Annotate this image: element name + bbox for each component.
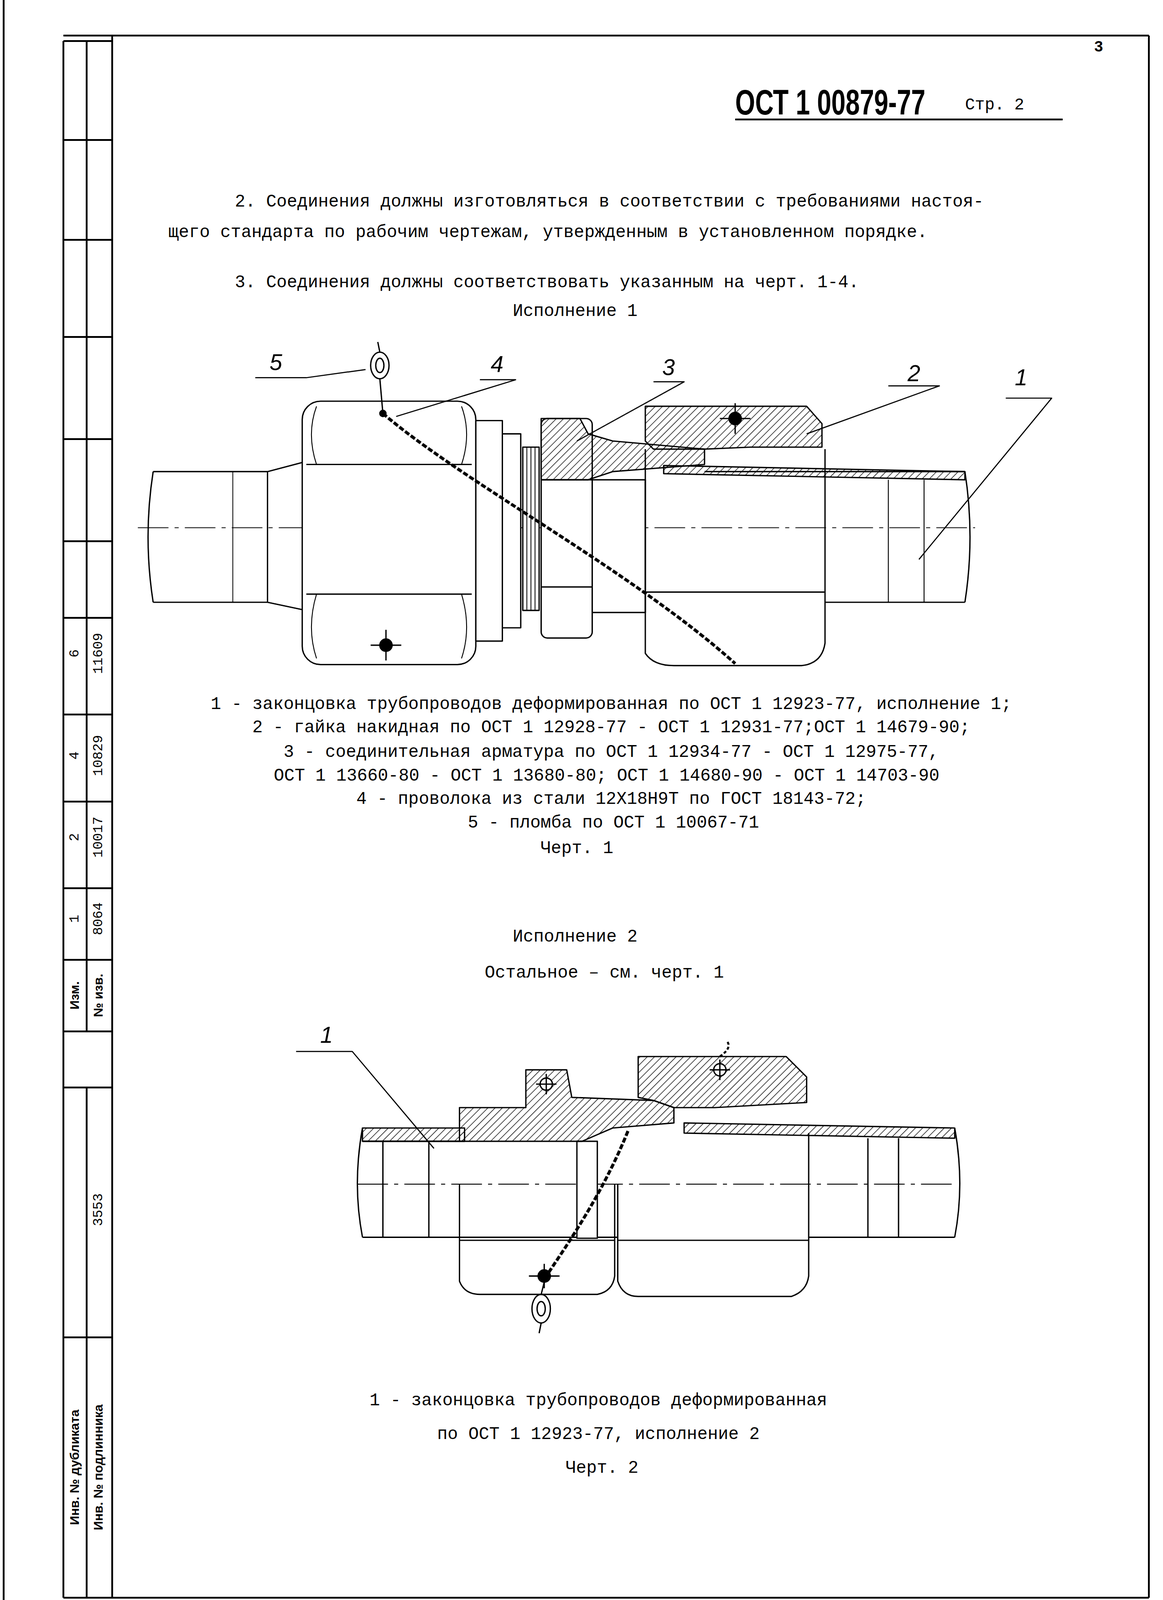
figure-caption: Черт. 1 [540,840,614,858]
part-list-line: ОСТ 1 13660-80 - ОСТ 1 13680-80; ОСТ 1 1… [273,767,940,785]
fitting-drawing-2 [295,1041,960,1334]
page-number: 3 [1094,38,1104,54]
body-text: щего стандарта по рабочим чертежам, утве… [168,223,928,242]
part-list-line: 4 - проволока из стали 12Х18Н9Т по ГОСТ … [356,790,866,809]
inventory-header: Инв. № подлинника [92,1404,105,1531]
part-list-line: по ОСТ 1 12923-77, исполнение 2 [437,1426,760,1444]
revision-cell: 2 [67,833,82,842]
callout-number: 4 [490,353,504,376]
callout-number: 1 [320,1023,333,1047]
part-list-line: 2 - гайка накидная по ОСТ 1 12928-77 - О… [252,719,970,737]
section-heading: Исполнение 2 [512,928,638,946]
callout-number: 3 [662,356,675,380]
revision-cell: 8064 [91,902,106,936]
revision-cell: 6 [67,649,82,658]
part-list-line: 1 - законцовка трубопроводов деформирова… [369,1392,827,1410]
document-code: ОСТ 1 00879-77 [735,84,926,120]
inventory-header: Инв. № дубликата [68,1410,82,1526]
part-list-line: 5 - пломба по ОСТ 1 10067-71 [467,814,760,832]
revision-cell: 10017 [91,816,106,858]
section-heading: Исполнение 1 [512,302,638,321]
page-frame [3,0,1149,1600]
fitting-drawing-1 [137,342,1052,666]
part-list-line: 3 - соединительная арматура по ОСТ 1 129… [283,743,940,762]
revision-cell: 1 [67,914,82,924]
body-text: 2. Соединения должны изготовляться в соо… [234,193,984,211]
callout-number: 2 [907,362,921,385]
note-text: Остальное – см. черт. 1 [484,964,725,982]
page-label: Стр. 2 [965,97,1025,114]
revision-cell: 10829 [91,735,106,777]
revision-cell: 11609 [91,633,106,675]
revision-cell: 4 [67,751,82,760]
revision-header: Изм. [68,981,82,1010]
figure-caption: Черт. 2 [565,1459,639,1478]
inventory-number: 3553 [91,1193,106,1227]
body-text: 3. Соединения должны соответствовать ука… [234,274,859,292]
revision-header: № изв. [92,973,105,1018]
callout-number: 5 [269,351,283,374]
callout-number: 1 [1014,366,1028,390]
part-list-line: 1 - законцовка трубопроводов деформирова… [210,695,1012,714]
